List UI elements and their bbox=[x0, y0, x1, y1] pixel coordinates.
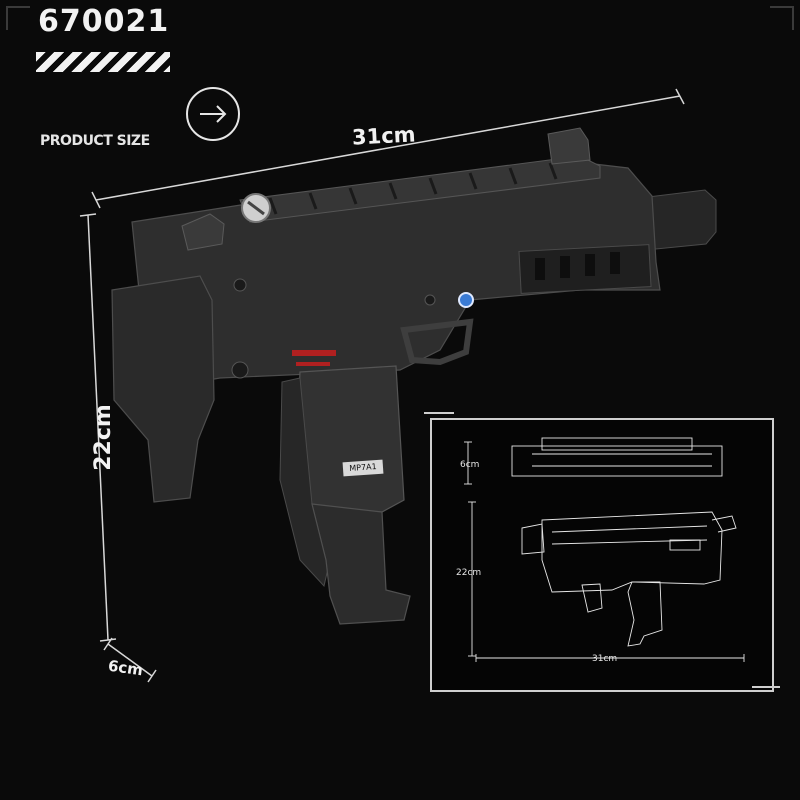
gun-trigger-guard bbox=[400, 318, 474, 366]
height-dimension-label: 22cm bbox=[90, 404, 116, 471]
gun-selector-switch bbox=[458, 292, 474, 308]
blueprint-corner-accent bbox=[424, 412, 454, 414]
height-dimension-line bbox=[79, 213, 117, 642]
frame-corner-top-left bbox=[6, 6, 30, 30]
gun-grip bbox=[295, 365, 405, 513]
gun-stock bbox=[111, 275, 215, 503]
blueprint-panel: 6cm 22cm 31cm bbox=[430, 418, 774, 692]
blueprint-height-label: 22cm bbox=[456, 568, 482, 578]
frame-corner-top-right bbox=[770, 6, 794, 30]
gun-red-marking bbox=[292, 350, 336, 356]
length-dimension-line bbox=[91, 88, 685, 209]
blueprint-corner-accent bbox=[752, 686, 780, 688]
arrow-right-icon[interactable] bbox=[186, 87, 240, 141]
blueprint-length-label: 31cm bbox=[592, 654, 618, 664]
arrow-right-glyph bbox=[200, 105, 227, 123]
gun-front-sight bbox=[547, 127, 591, 165]
gun-rear-sight bbox=[181, 213, 225, 251]
gun-magazine-base bbox=[311, 503, 411, 625]
depth-dimension-line bbox=[103, 637, 157, 683]
blueprint-width-label: 6cm bbox=[460, 460, 480, 470]
stripe-pattern bbox=[36, 52, 170, 72]
blueprint-drawing bbox=[464, 437, 745, 662]
model-marking-tag: MP7A1 bbox=[342, 459, 384, 477]
length-dimension-label: 31cm bbox=[351, 122, 417, 150]
product-size-label: PRODUCT SIZE bbox=[40, 133, 150, 149]
brick-gun-model bbox=[111, 127, 717, 625]
model-number: 670021 bbox=[38, 4, 170, 39]
